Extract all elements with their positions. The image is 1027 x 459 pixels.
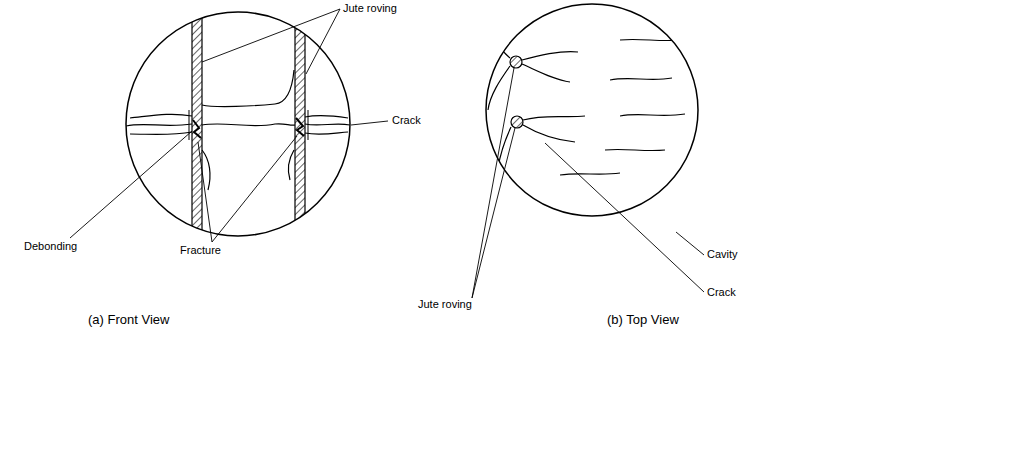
crack — [288, 150, 294, 180]
leader-lines — [70, 9, 388, 242]
view-caption: (a) Front View — [88, 312, 169, 328]
part-label: Crack — [392, 114, 421, 127]
part-label: Debonding — [24, 240, 77, 253]
part-label: Jute roving — [343, 2, 397, 15]
part-label: Jute roving — [418, 298, 472, 311]
fracture — [193, 120, 201, 138]
crack — [126, 124, 350, 126]
jute-roving — [295, 5, 305, 245]
crack — [202, 70, 294, 107]
cavity — [660, 214, 676, 236]
view-circle — [126, 12, 350, 236]
top-view — [472, 4, 704, 298]
part-label: Fracture — [180, 244, 221, 257]
fracture — [296, 118, 304, 136]
jute-roving — [511, 116, 523, 128]
leader-lines — [472, 68, 704, 298]
jute-roving — [192, 5, 202, 245]
view-circle — [486, 4, 698, 216]
jute-roving — [510, 56, 522, 68]
front-view — [70, 5, 388, 245]
crack — [202, 150, 210, 190]
part-label: Crack — [707, 286, 736, 299]
crack — [130, 114, 192, 134]
view-caption: (b) Top View — [607, 312, 679, 328]
crack — [305, 115, 348, 134]
cracks — [488, 32, 685, 175]
debonding — [189, 110, 308, 140]
part-label: Cavity — [707, 248, 738, 261]
